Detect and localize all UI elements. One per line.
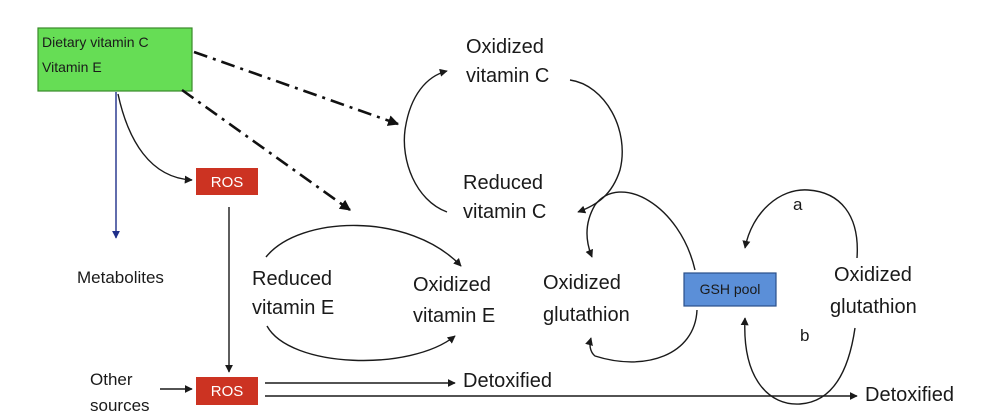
label-b: b xyxy=(800,326,809,345)
detoxified-label-2: Detoxified xyxy=(865,384,954,406)
reduced-vitamin-e-label-2: vitamin E xyxy=(252,297,334,319)
dashed-arrow-diet-to-vitamin-e-cycle xyxy=(181,88,351,212)
dietary-vitamin-box: Dietary vitamin C Vitamin E xyxy=(37,27,193,92)
other-sources-label-1: Other xyxy=(90,370,133,389)
arc-glutathion-return xyxy=(585,309,698,363)
gsh-pool-box: GSH pool xyxy=(683,272,777,307)
ros-bottom-box: ROS xyxy=(196,377,258,405)
oxidized-vitamin-c-label-2: vitamin C xyxy=(466,65,549,87)
reduced-vitamin-c-label-2: vitamin C xyxy=(463,201,546,223)
ros-top-box: ROS xyxy=(196,168,258,195)
arc-gsh-to-oxidized-glutathion xyxy=(585,191,696,271)
dietary-vitamin-e-label: Vitamin E xyxy=(42,59,102,75)
arrow-diet-to-ros xyxy=(117,93,193,184)
oxidized-glutathion-left-label-1: Oxidized xyxy=(543,272,621,294)
oxidized-vitamin-e-label-1: Oxidized xyxy=(413,274,491,296)
oxidized-vitamin-e-label-2: vitamin E xyxy=(413,305,495,327)
ros-bottom-label: ROS xyxy=(211,383,244,400)
ros-top-label: ROS xyxy=(211,174,244,191)
label-a: a xyxy=(793,195,803,214)
arc-reduced-to-oxidized-vitamin-c xyxy=(403,68,448,213)
arc-reduced-to-oxidized-vitamin-e xyxy=(265,224,462,267)
arc-vitamin-e-lower xyxy=(266,325,456,362)
arc-b-to-gsh xyxy=(740,317,856,405)
oxidized-glutathion-right-label-1: Oxidized xyxy=(834,264,912,286)
metabolites-label: Metabolites xyxy=(77,268,164,287)
oxidized-glutathion-left-label-2: glutathion xyxy=(543,304,630,326)
other-sources-label-2: sources xyxy=(90,396,150,415)
gsh-pool-label: GSH pool xyxy=(700,281,761,297)
dashed-arrow-diet-to-vitamin-c-cycle xyxy=(193,50,400,126)
oxidized-vitamin-c-label-1: Oxidized xyxy=(466,36,544,58)
dietary-vitamin-c-label: Dietary vitamin C xyxy=(42,34,149,50)
reduced-vitamin-c-label-1: Reduced xyxy=(463,172,543,194)
detoxified-label-1: Detoxified xyxy=(463,370,552,392)
arc-a-oxidized-glutathion-to-gsh xyxy=(742,189,858,259)
reduced-vitamin-e-label-1: Reduced xyxy=(252,268,332,290)
oxidized-glutathion-right-label-2: glutathion xyxy=(830,296,917,318)
